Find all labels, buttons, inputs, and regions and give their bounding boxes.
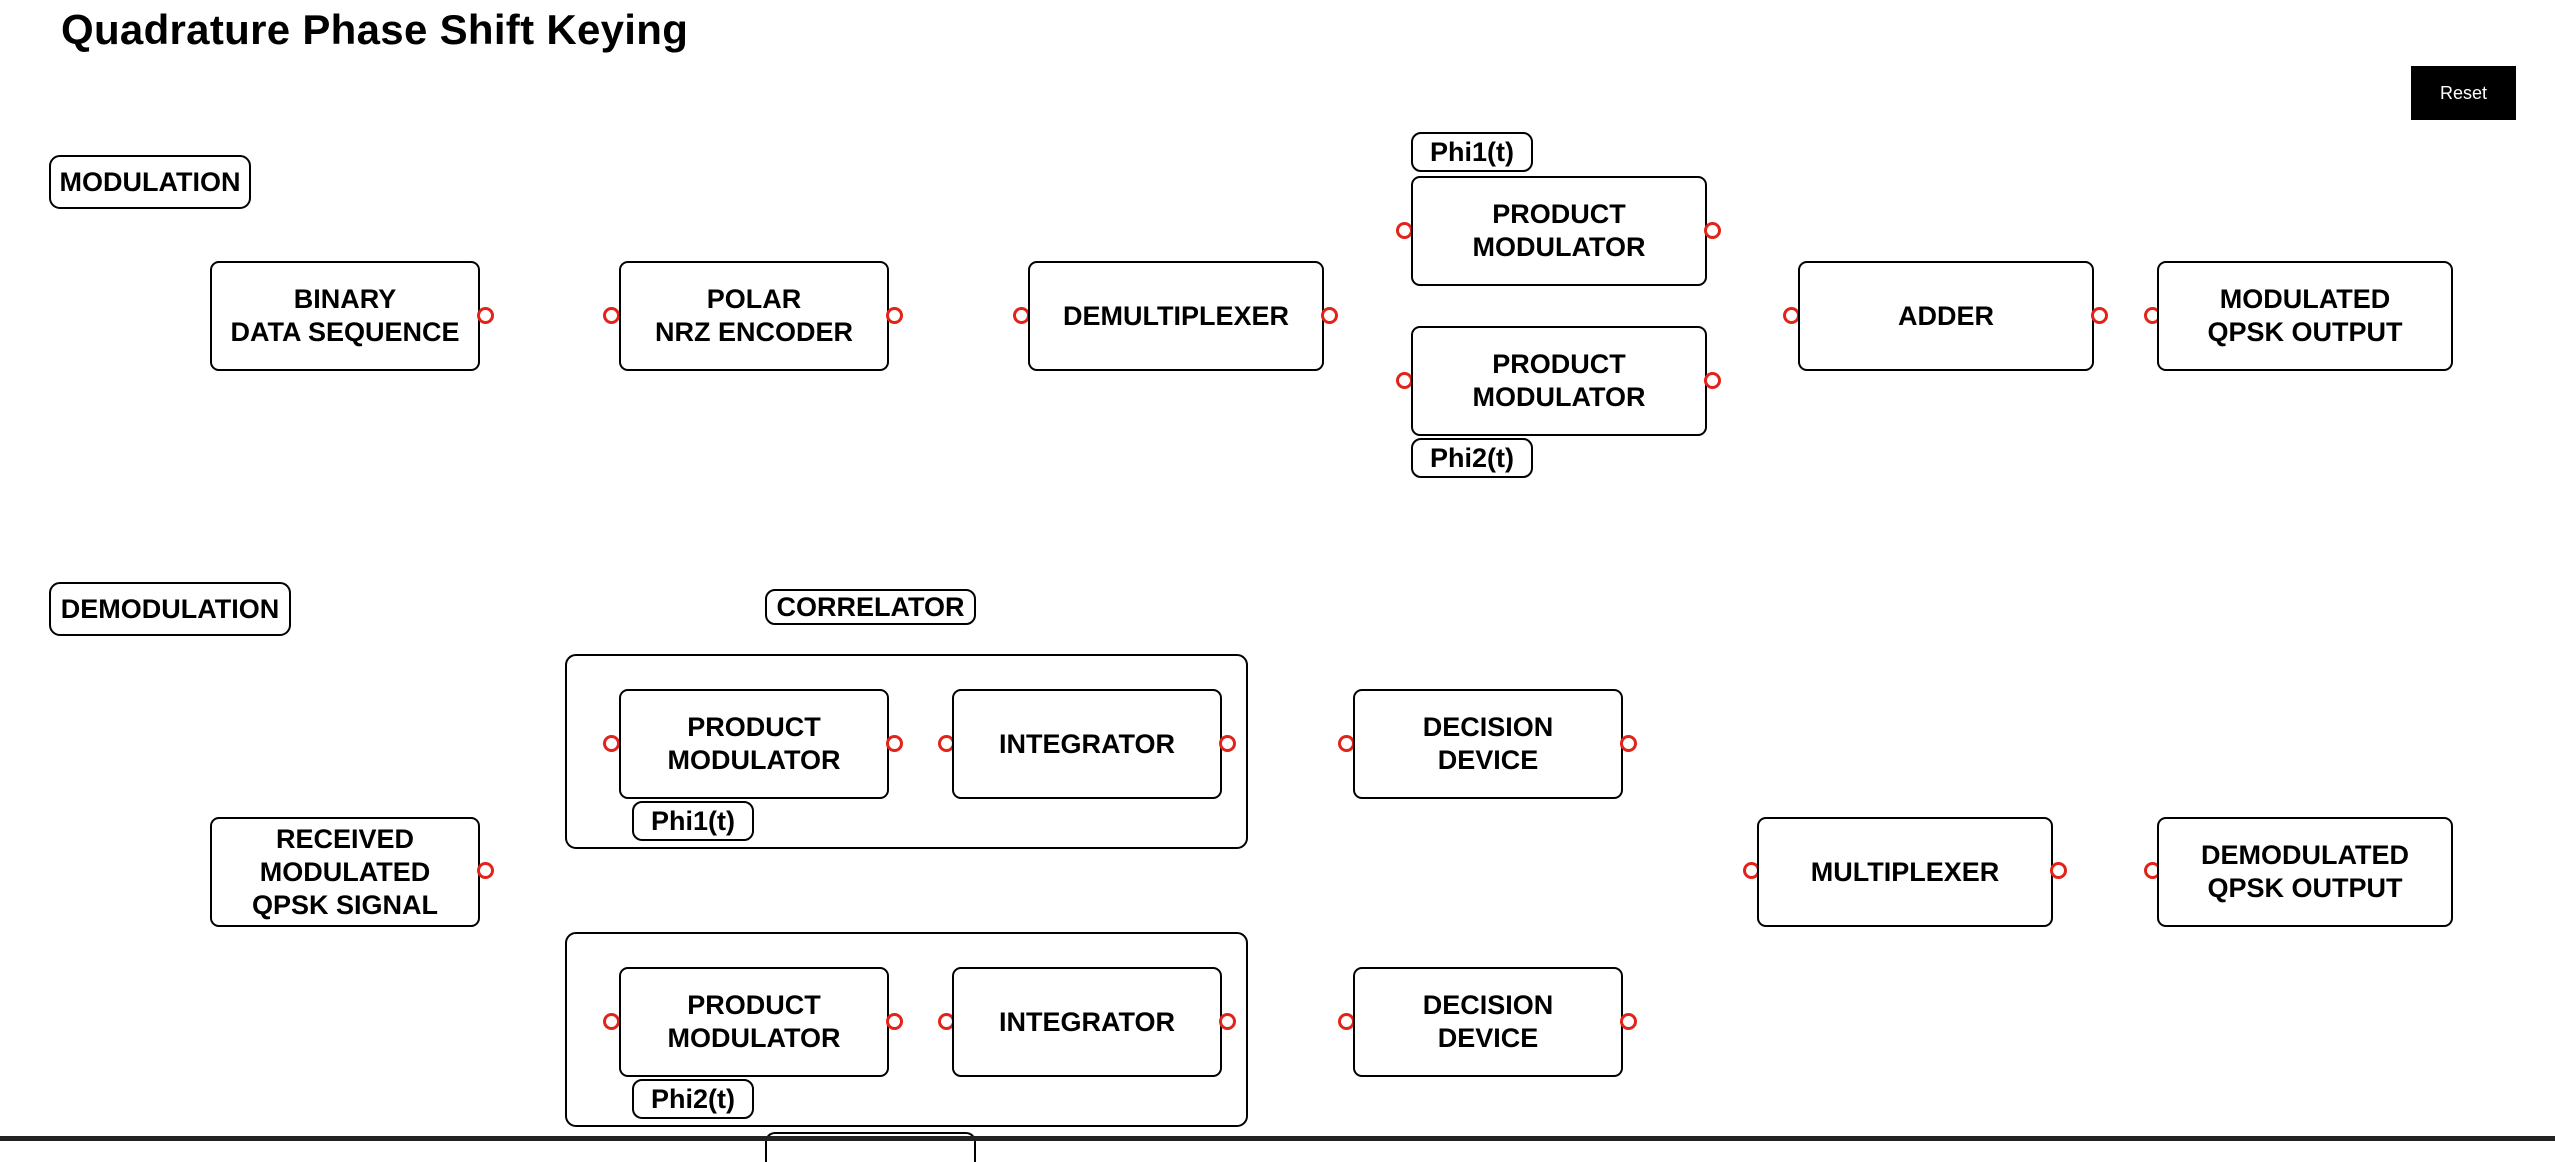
demod-product-modulator-1-output-port[interactable]	[886, 735, 903, 752]
received-qpsk-signal-block[interactable]: RECEIVED MODULATED QPSK SIGNAL	[210, 817, 480, 927]
demultiplexer-block[interactable]: DEMULTIPLEXER	[1028, 261, 1324, 371]
multiplexer-output-port[interactable]	[2050, 862, 2067, 879]
product-modulator-2-block[interactable]: PRODUCT MODULATOR	[1411, 326, 1707, 436]
integrator-1-block[interactable]: INTEGRATOR	[952, 689, 1222, 799]
demod-phi2-label: Phi2(t)	[632, 1079, 754, 1119]
correlator-1-container	[565, 654, 1248, 849]
polar-nrz-encoder-block[interactable]: POLAR NRZ ENCODER	[619, 261, 889, 371]
scrollbar-track	[0, 1136, 2555, 1141]
correlator-label: CORRELATOR	[765, 589, 976, 625]
binary-output-port[interactable]	[477, 307, 494, 324]
decision-device-1-output-port[interactable]	[1620, 735, 1637, 752]
demod-product-modulator-1-input-port[interactable]	[603, 735, 620, 752]
binary-data-sequence-block[interactable]: BINARY DATA SEQUENCE	[210, 261, 480, 371]
integrator-2-output-port[interactable]	[1219, 1013, 1236, 1030]
phi2-label: Phi2(t)	[1411, 438, 1533, 478]
decision-device-1-block[interactable]: DECISION DEVICE	[1353, 689, 1623, 799]
demod-product-modulator-2-input-port[interactable]	[603, 1013, 620, 1030]
modulated-qpsk-output-block[interactable]: MODULATED QPSK OUTPUT	[2157, 261, 2453, 371]
received-output-port[interactable]	[477, 862, 494, 879]
integrator-2-block[interactable]: INTEGRATOR	[952, 967, 1222, 1077]
adder-output-port[interactable]	[2091, 307, 2108, 324]
demodulated-qpsk-output-block[interactable]: DEMODULATED QPSK OUTPUT	[2157, 817, 2453, 927]
demod-product-modulator-2-block[interactable]: PRODUCT MODULATOR	[619, 967, 889, 1077]
product-modulator-2-output-port[interactable]	[1704, 372, 1721, 389]
demodulation-section-label: DEMODULATION	[49, 582, 291, 636]
integrator-1-output-port[interactable]	[1219, 735, 1236, 752]
polar-output-port[interactable]	[886, 307, 903, 324]
product-modulator-1-output-port[interactable]	[1704, 222, 1721, 239]
demod-product-modulator-1-block[interactable]: PRODUCT MODULATOR	[619, 689, 889, 799]
correlator-2-container	[565, 932, 1248, 1127]
decision-device-2-block[interactable]: DECISION DEVICE	[1353, 967, 1623, 1077]
polar-input-port[interactable]	[603, 307, 620, 324]
demod-product-modulator-2-output-port[interactable]	[886, 1013, 903, 1030]
multiplexer-block[interactable]: MULTIPLEXER	[1757, 817, 2053, 927]
decision-device-2-output-port[interactable]	[1620, 1013, 1637, 1030]
adder-block[interactable]: ADDER	[1798, 261, 2094, 371]
reset-button[interactable]: Reset	[2411, 66, 2516, 120]
modulation-section-label: MODULATION	[49, 155, 251, 209]
demux-output-port[interactable]	[1321, 307, 1338, 324]
product-modulator-1-block[interactable]: PRODUCT MODULATOR	[1411, 176, 1707, 286]
page-title: Quadrature Phase Shift Keying	[61, 6, 689, 53]
demod-phi1-label: Phi1(t)	[632, 801, 754, 841]
phi1-label: Phi1(t)	[1411, 132, 1533, 172]
